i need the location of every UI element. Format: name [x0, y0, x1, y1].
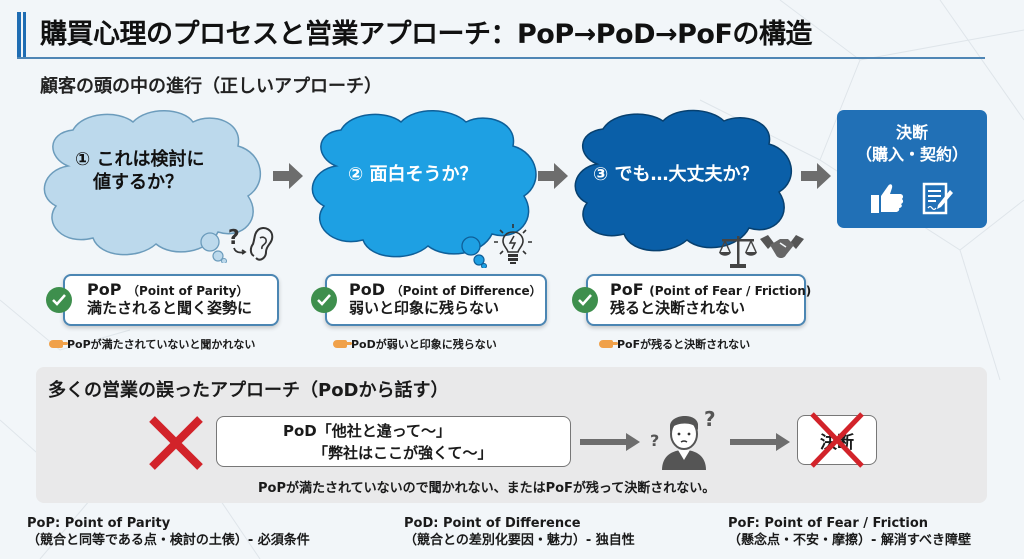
card-pod-head: PoD （Point of Difference）: [349, 280, 542, 299]
page-title: 購買心理のプロセスと営業アプローチ：PoP→PoD→PoFの構造: [40, 19, 812, 50]
thought-cloud-2: [311, 110, 537, 268]
pod-quote-line-2: 「弊社はここが強くて～」: [313, 444, 493, 462]
red-cross-icon: [810, 412, 864, 468]
step-1-label: ① これは検討に 値するか？: [75, 148, 205, 195]
card-pod: PoD （Point of Difference） 弱いと印象に残らない: [325, 274, 547, 326]
card-pop-desc: 満たされると聞く姿勢に: [87, 299, 253, 318]
decision-line-2: （購入・契約）: [855, 144, 968, 164]
flow-arrow-3: [801, 163, 831, 189]
card-pop-abbr: PoP: [87, 280, 122, 299]
definition-pop-term: PoP: Point of Parity: [27, 516, 171, 531]
svg-text:?: ?: [228, 226, 240, 249]
note-pof-text: PoFが残ると決断されない: [617, 338, 751, 351]
section-heading-correct-approach: 顧客の頭の中の進行（正しいアプローチ）: [40, 76, 382, 97]
contract-icon: [922, 182, 953, 215]
thumbs-up-icon: [871, 184, 904, 213]
red-cross-icon: [149, 416, 203, 470]
card-pod-full: （Point of Difference）: [390, 284, 542, 298]
wrong-arrow-1: [580, 433, 640, 451]
svg-text:?: ?: [650, 431, 659, 450]
decision-icons: [837, 182, 987, 216]
definition-pop: PoP: Point of Parity （競合と同等である点・検討の土俵）- …: [27, 516, 310, 550]
definition-pop-desc: （競合と同等である点・検討の土俵）- 必須条件: [27, 532, 310, 548]
pod-quote-box: [216, 416, 571, 467]
decision-box: 決断 （購入・契約）: [837, 110, 987, 228]
confused-person-icon: ? ?: [650, 408, 716, 470]
definition-pod-desc: （競合との差別化要因・魅力）- 独自性: [404, 532, 635, 548]
note-pod: PoDが弱いと印象に残らない: [333, 336, 497, 352]
handshake-icon: [760, 235, 804, 258]
thought-cloud-3: [574, 109, 793, 252]
note-pop: PoPが満たされていないと聞かれない: [49, 336, 255, 352]
step-2-label: ② 面白そうか？: [348, 164, 478, 185]
definition-pof-desc: （懸念点・不安・摩擦）- 解消すべき障壁: [728, 532, 972, 548]
card-pof: PoF (Point of Fear / Friction) 残ると決断されない: [586, 274, 811, 326]
wrong-approach-note: PoPが満たされていないので聞かれない、またはPoFが残って決断されない。: [258, 481, 716, 496]
definition-pof: PoF: Point of Fear / Friction （懸念点・不安・摩擦…: [728, 516, 971, 550]
definition-pof-term: PoF: Point of Fear / Friction: [728, 516, 929, 531]
definition-pod: PoD: Point of Difference （競合との差別化要因・魅力）-…: [404, 516, 635, 550]
check-icon: [46, 287, 72, 313]
pointing-hand-icon: [333, 340, 352, 348]
note-pop-text: PoPが満たされていないと聞かれない: [67, 338, 256, 351]
wrong-arrow-2: [730, 433, 790, 451]
flow-arrow-2: [538, 163, 568, 189]
flow-arrow-1: [273, 163, 303, 189]
title-accent-bar: [17, 12, 23, 58]
decision-title: 決断 （購入・契約）: [837, 122, 987, 165]
step-1-line-2: 値するか？: [93, 172, 183, 194]
pointing-hand-icon: [599, 340, 618, 348]
card-pof-desc: 残ると決断されない: [610, 299, 746, 318]
ear-icon: ?: [228, 226, 274, 261]
check-icon: [311, 287, 337, 313]
card-pop: PoP （Point of Parity） 満たされると聞く姿勢に: [63, 274, 279, 326]
note-pod-text: PoDが弱いと印象に残らない: [351, 338, 497, 351]
step-1-line-1: ① これは検討に: [75, 149, 205, 170]
card-pop-full: （Point of Parity）: [127, 284, 249, 298]
scale-icon: [719, 236, 757, 268]
lightbulb-icon: [494, 224, 532, 264]
card-pof-full: (Point of Fear / Friction): [649, 284, 812, 298]
pointing-hand-icon: [49, 340, 68, 348]
card-pod-abbr: PoD: [349, 280, 385, 299]
thought-cloud-1: [43, 110, 262, 263]
definition-pod-term: PoD: Point of Difference: [404, 516, 581, 531]
card-pod-desc: 弱いと印象に残らない: [349, 299, 500, 318]
title-divider: [17, 57, 985, 59]
svg-text:?: ?: [704, 408, 716, 431]
step-3-label: ③ でも…大丈夫か？: [593, 164, 759, 185]
decision-line-1: 決断: [895, 123, 928, 142]
card-pof-head: PoF (Point of Fear / Friction): [610, 280, 811, 299]
note-pof: PoFが残ると決断されない: [599, 336, 750, 352]
wrong-approach-title: 多くの営業の誤ったアプローチ（PoDから話す）: [48, 380, 449, 401]
card-pof-abbr: PoF: [610, 280, 644, 299]
pod-quote-line-1: PoD「他社と違って～」: [283, 422, 452, 440]
card-pop-head: PoP （Point of Parity）: [87, 280, 267, 299]
check-icon: [572, 287, 598, 313]
